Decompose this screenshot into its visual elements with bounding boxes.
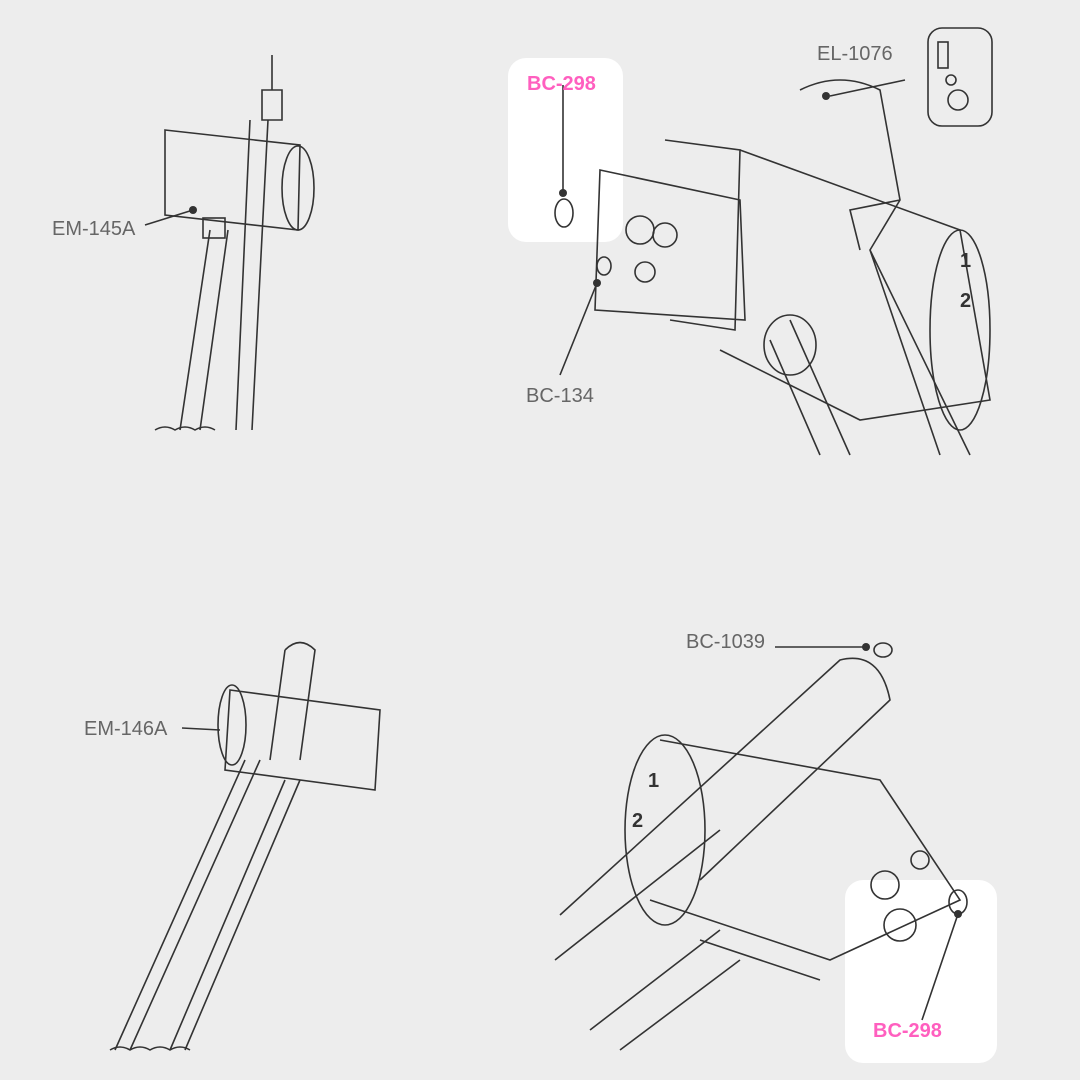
callout-bc298-top: BC-298 [527, 73, 596, 95]
dial-number: 1 [960, 250, 972, 272]
highlight-box-bc298-bottom [845, 880, 997, 1063]
assembly-bottom-right-drawing [554, 642, 968, 1051]
leader-em145a [144, 209, 194, 226]
callout-bc134: BC-134 [526, 385, 594, 407]
callout-bc1039: BC-1039 [686, 631, 765, 653]
callout-el1076: EL-1076 [817, 43, 893, 65]
highlight-box-bc298-top [508, 58, 623, 242]
dial-number: 1 [648, 770, 660, 792]
callout-em145a: EM-145A [52, 218, 136, 240]
dial-number: 2 [960, 290, 972, 312]
callout-em146a: EM-146A [84, 718, 168, 740]
assembly-em145a-drawing [154, 55, 315, 431]
callout-dots [189, 92, 962, 918]
assembly-em146a-drawing [109, 641, 381, 1051]
dial-number: 2 [632, 810, 644, 832]
assembly-top-right-drawing [554, 27, 993, 456]
callout-bc298-bottom: BC-298 [873, 1020, 942, 1042]
